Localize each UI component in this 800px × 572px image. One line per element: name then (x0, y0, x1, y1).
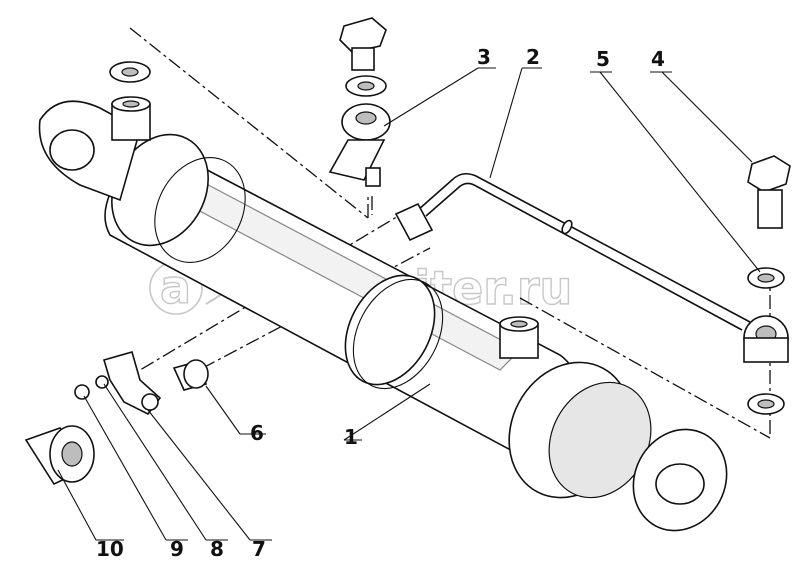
banjo-fitting-3 (328, 17, 391, 187)
leader-lines (57, 67, 761, 541)
callout-2: 2 (526, 45, 540, 69)
cylinder-body (38, 96, 728, 532)
callout-4: 4 (651, 47, 665, 71)
callout-3: 3 (477, 45, 491, 69)
hydraulic-pipe (394, 172, 751, 331)
callout-10: 10 (96, 537, 124, 561)
callout-1: 1 (344, 425, 358, 449)
callout-7: 7 (252, 537, 266, 561)
small-parts (24, 351, 209, 486)
banjo-fitting-4 (743, 155, 791, 415)
callout-8: 8 (210, 537, 224, 561)
callout-5: 5 (596, 47, 610, 71)
callout-9: 9 (170, 537, 184, 561)
callout-labels: 3 2 5 4 1 6 10 9 8 7 (96, 45, 665, 561)
callout-6: 6 (250, 421, 264, 445)
rear-washers (109, 61, 151, 83)
